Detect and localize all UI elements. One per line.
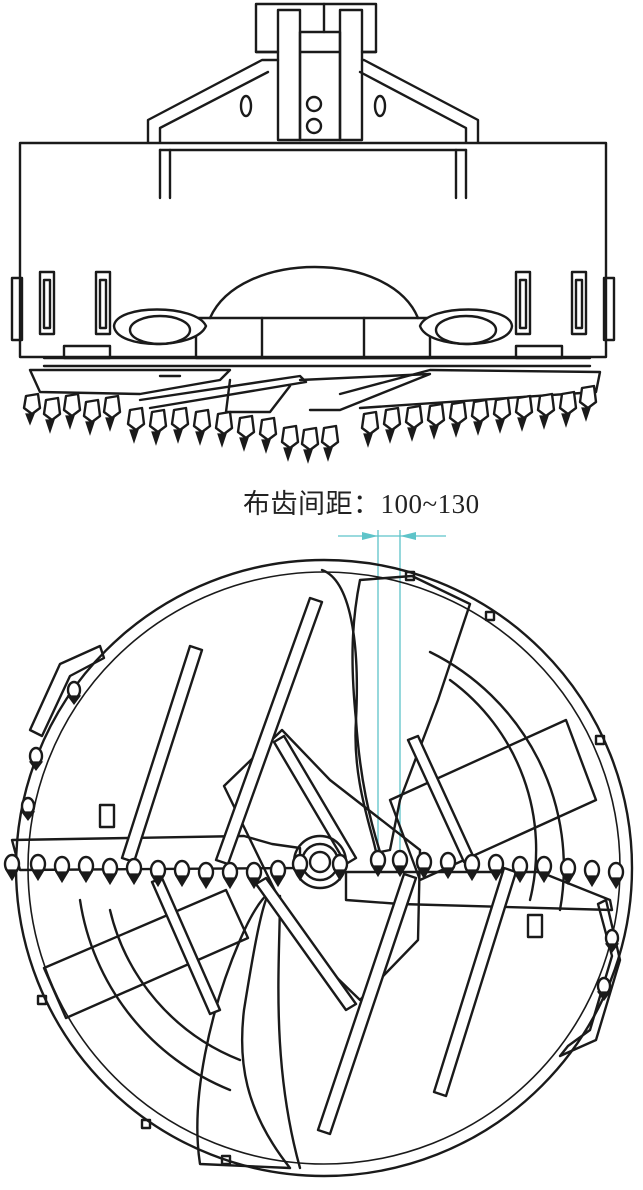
tooth	[20, 796, 36, 821]
tooth	[514, 394, 534, 432]
tooth	[197, 861, 215, 890]
tooth	[66, 680, 82, 705]
tooth	[245, 861, 263, 890]
tooth	[558, 390, 578, 428]
tooth	[221, 861, 239, 890]
tooth	[148, 408, 168, 446]
tooth	[3, 853, 21, 882]
tooth	[269, 859, 287, 888]
tooth	[300, 426, 320, 464]
tooth	[62, 392, 82, 430]
tooth	[607, 861, 625, 890]
tooth	[596, 976, 612, 1001]
tooth	[487, 853, 505, 882]
kelly-connection	[146, 2, 480, 144]
tooth	[125, 857, 143, 886]
tooth	[470, 398, 490, 436]
tooth	[82, 398, 102, 436]
tooth	[360, 410, 380, 448]
tooth	[404, 404, 424, 442]
tooth	[583, 859, 601, 888]
tooth	[511, 855, 529, 884]
tooth	[53, 855, 71, 884]
tooth	[291, 853, 309, 882]
tooth	[101, 857, 119, 886]
tooth	[173, 859, 191, 888]
tooth	[102, 394, 122, 432]
tooth	[29, 853, 47, 882]
tooth	[578, 384, 598, 422]
tooth	[536, 392, 556, 430]
radial-bars	[120, 596, 518, 1136]
tooth	[214, 410, 234, 448]
plan-teeth-row	[3, 680, 625, 1001]
tooth	[280, 424, 300, 462]
tooth	[439, 851, 457, 880]
tooth	[331, 853, 349, 882]
tooth	[42, 396, 62, 434]
tooth	[492, 396, 512, 434]
tooth	[559, 857, 577, 886]
tooth	[369, 849, 387, 878]
tooth-spacing-label: 布齿间距：100~130	[243, 489, 480, 519]
bucket-body	[10, 141, 616, 368]
tooth	[77, 855, 95, 884]
tooth	[192, 408, 212, 446]
tooth	[426, 402, 446, 440]
tooth	[126, 406, 146, 444]
tooth	[415, 851, 433, 880]
tooth	[604, 928, 620, 953]
tooth	[22, 392, 42, 426]
tooth	[320, 424, 340, 462]
tooth	[448, 400, 468, 438]
tooth	[258, 416, 278, 454]
tooth	[382, 406, 402, 444]
tooth	[236, 414, 256, 452]
side-elevation-view	[10, 2, 616, 464]
tooth	[391, 849, 409, 878]
plan-view	[3, 558, 634, 1178]
tooth	[149, 859, 167, 888]
tooth	[535, 855, 553, 884]
tooth	[463, 853, 481, 882]
side-teeth-row	[22, 384, 598, 464]
tooth	[170, 406, 190, 444]
tooth	[28, 746, 44, 771]
rim-lugs	[28, 570, 622, 1166]
